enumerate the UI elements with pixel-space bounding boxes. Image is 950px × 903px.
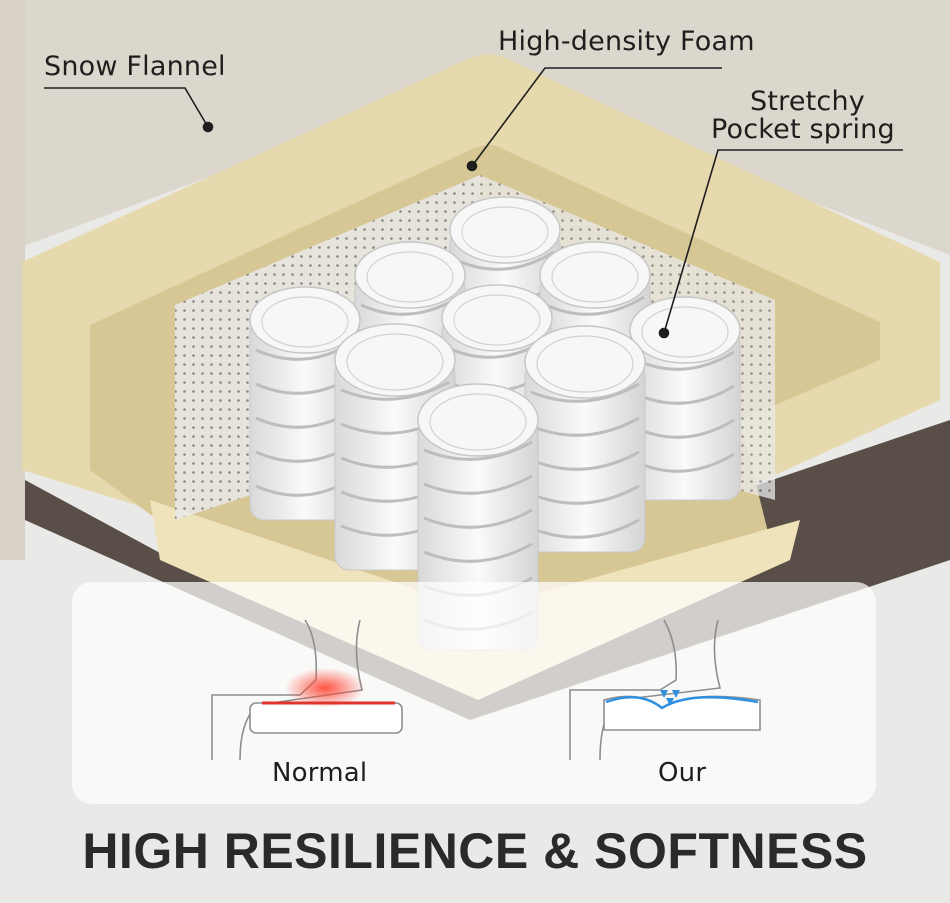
- flannel-left: [0, 0, 25, 560]
- headline: HIGH RESILIENCE & SOFTNESS: [82, 823, 868, 879]
- label-high-density-foam: High-density Foam: [498, 26, 755, 57]
- pocket-spring-coil: [629, 296, 741, 501]
- label-stretchy: Stretchy: [750, 86, 865, 117]
- pocket-springs: [249, 196, 741, 651]
- soft-curve-line: [605, 695, 759, 710]
- leader-lines: [44, 67, 903, 339]
- label-pocket-spring: Pocket spring: [711, 114, 895, 145]
- label-normal: Normal: [272, 758, 368, 788]
- down-arrows-icon: [660, 690, 680, 706]
- pocket-spring-coil: [524, 325, 646, 553]
- our-sitting-figure: [569, 619, 761, 761]
- label-our: Our: [658, 758, 707, 788]
- label-snow-flannel: Snow Flannel: [44, 51, 226, 82]
- comparison-panel: [72, 582, 876, 804]
- flannel-top-layer: [0, 0, 950, 255]
- pressure-heat-icon: [285, 668, 365, 708]
